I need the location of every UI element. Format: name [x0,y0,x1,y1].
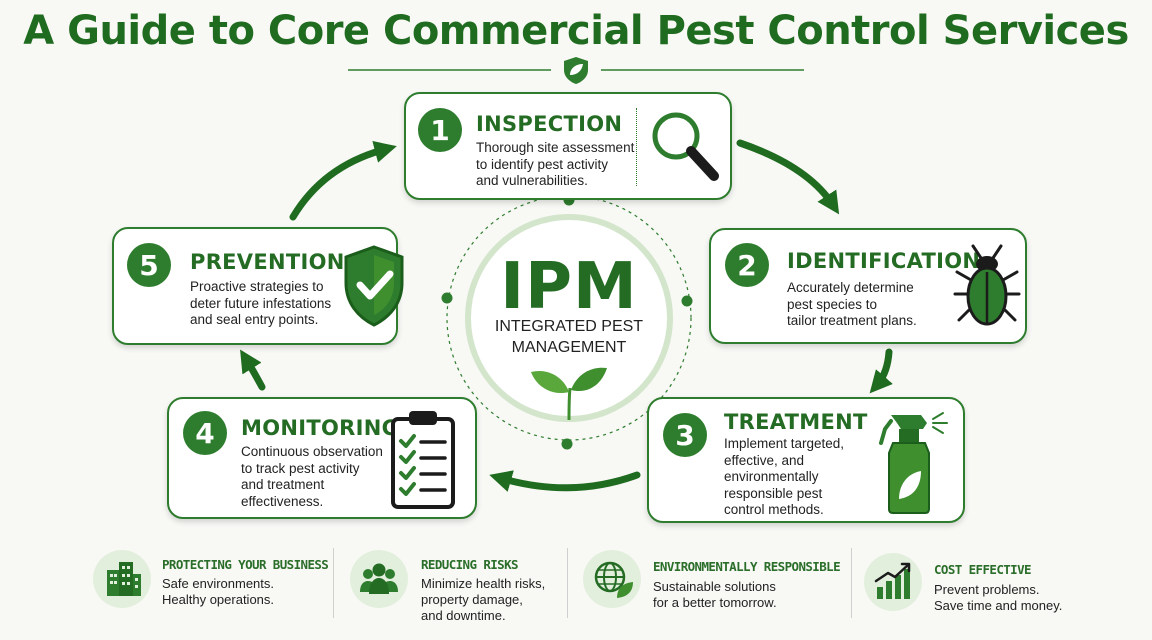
arrow-step2-to-step3 [869,348,893,394]
benefit-desc-protecting: Safe environments. Healthy operations. [162,576,275,607]
beetle-icon [953,244,1021,326]
step-card-prevention: 5 PREVENTION Proactive strategies to det… [112,227,404,345]
page-title: A Guide to Core Commercial Pest Control … [23,8,1129,54]
connector-dot-right [681,295,693,307]
card-divider [636,108,637,186]
benefit-title-protecting: PROTECTING YOUR BUSINESS [162,557,329,572]
benefit-desc-risks: Minimize health risks, property damage, … [421,576,546,623]
benefit-title-risks: REDUCING RISKS [421,557,519,572]
arrow-step4-to-step5 [240,349,266,391]
benefit-divider [567,548,568,618]
magnifier-icon [652,112,719,181]
step-title: INSPECTION [476,112,623,136]
growth-chart-icon [864,553,922,611]
arrow-step3-to-step4 [489,470,641,492]
clipboard-checklist-icon [391,411,455,509]
benefit-desc-cost: Prevent problems. Save time and money. [934,582,1063,613]
shield-leaf-icon [564,57,588,84]
ipm-acronym: IPM [500,250,638,324]
arrow-step1-to-step2 [736,139,840,215]
step-description: Thorough site assessment to identify pes… [476,140,635,188]
connector-dot-bottom [561,438,573,450]
step-number-badge: 5 [127,243,171,287]
step-description: Accurately determine pest species to tai… [787,280,917,328]
step-card-inspection: 1 INSPECTION Thorough site assessment to… [404,92,732,200]
arrow-step5-to-step1 [289,141,397,221]
benefit-divider [333,548,334,618]
ipm-subtitle: INTEGRATED PEST MANAGEMENT [494,318,644,356]
people-group-icon [350,550,408,608]
title-divider [348,57,804,84]
step-title: PREVENTION [190,250,345,274]
step-description: Continuous observation to track pest act… [241,444,383,509]
step-number-badge: 4 [183,411,227,455]
buildings-icon [93,550,151,608]
shield-check-icon [344,245,404,327]
globe-leaf-icon [583,550,641,608]
step-description: Implement targeted, effective, and envir… [724,436,845,517]
step-card-identification: 2 IDENTIFICATION Accurately determine pe… [709,228,1027,344]
step-title: IDENTIFICATION [787,249,981,273]
benefit-title-cost: COST EFFECTIVE [934,562,1032,577]
connector-dot-left [441,292,453,304]
step-title: TREATMENT [724,410,868,434]
spray-bottle-icon [879,412,948,514]
benefit-title-environment: ENVIRONMENTALLY RESPONSIBLE [653,559,841,574]
benefit-desc-environment: Sustainable solutions for a better tomor… [653,579,777,610]
sprout-icon [531,367,607,421]
step-description: Proactive strategies to deter future inf… [190,279,332,327]
step-title: MONITORING [241,416,400,440]
step-number-badge: 3 [663,413,707,457]
step-card-monitoring: 4 MONITORING Continuous observation to t… [167,397,477,519]
step-card-treatment: 3 TREATMENT Implement targeted, effectiv… [647,397,965,523]
step-number-badge: 2 [725,243,769,287]
step-number-badge: 1 [418,108,462,152]
benefit-divider [851,548,852,618]
